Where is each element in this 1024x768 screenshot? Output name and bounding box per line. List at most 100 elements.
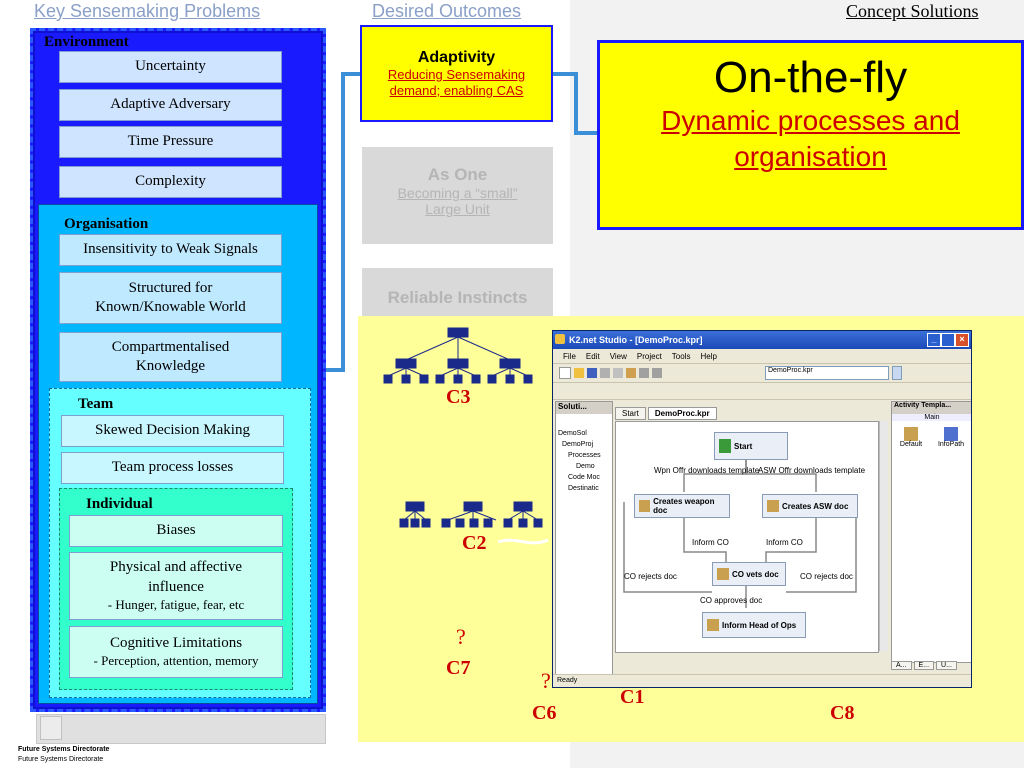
tree-item[interactable]: Destinatic <box>568 485 599 492</box>
c3-top-node <box>447 327 469 338</box>
menu-project[interactable]: Project <box>636 351 662 361</box>
window-titlebar[interactable]: K2.net Studio - [DemoProc.kpr] _ × <box>553 331 971 349</box>
tree-item[interactable]: Code Moc <box>568 474 600 481</box>
edge-inform-2: Inform CO <box>766 538 803 547</box>
concept-c1: C1 <box>620 686 645 708</box>
activity-panel: Activity Templa... Main Default InfoPath <box>891 401 971 663</box>
c2-wave <box>497 538 549 545</box>
tab-start[interactable]: Start <box>615 407 646 420</box>
node-vets[interactable]: CO vets doc <box>712 562 786 586</box>
adaptivity-title: Adaptivity <box>417 49 496 66</box>
individual-label: Individual <box>86 496 153 512</box>
toolbar-1: DemoProc.kpr <box>553 364 971 383</box>
menu-tools[interactable]: Tools <box>671 351 691 361</box>
canvas-scrollbar[interactable] <box>879 421 888 651</box>
bottom-tabs: A... E... U... <box>891 661 957 670</box>
infopath-icon <box>944 427 958 441</box>
bottom-tab[interactable]: U... <box>936 661 957 670</box>
adaptivity-sub-2: demand; enabling CAS <box>389 82 524 98</box>
bottom-tab[interactable]: A... <box>891 661 912 670</box>
undo-icon[interactable] <box>639 368 649 378</box>
tree-item[interactable]: DemoProj <box>562 441 594 448</box>
node-inform-head-label: Inform Head of Ops <box>722 620 797 630</box>
edge-inform-1: Inform CO <box>692 538 729 547</box>
c2-leaf <box>518 518 528 528</box>
edge-reject-2: CO rejects doc <box>800 572 853 581</box>
c3-mid-node-2 <box>447 358 469 369</box>
c2-leaf <box>441 518 451 528</box>
menu-bar: File Edit View Project Tools Help <box>553 349 971 364</box>
ind-biases: Biases <box>69 515 283 547</box>
copy-icon[interactable] <box>613 368 623 378</box>
solution-sub-2: organisation <box>734 141 887 173</box>
process-canvas[interactable]: Start Wpn Offr downloads template ASW Of… <box>615 421 879 653</box>
box-icon <box>767 500 779 512</box>
tree-item[interactable]: DemoSol <box>558 430 587 437</box>
activity-default-label: Default <box>899 441 923 448</box>
env-complexity: Complexity <box>59 166 282 198</box>
cut-icon[interactable] <box>600 368 610 378</box>
open-icon[interactable] <box>574 368 584 378</box>
header-outcomes: Desired Outcomes <box>372 1 522 21</box>
combo-arrow-icon[interactable] <box>892 366 902 380</box>
activity-infopath[interactable]: InfoPath <box>938 427 964 448</box>
maximize-icon[interactable] <box>941 333 955 347</box>
solution-title: On-the-fly <box>713 53 908 102</box>
file-combo[interactable]: DemoProc.kpr <box>765 366 889 380</box>
ind-cognitive: Cognitive Limitations - Perception, atte… <box>69 626 283 678</box>
process-edges <box>623 460 857 608</box>
tree-item[interactable]: Processes <box>568 452 601 459</box>
menu-help[interactable]: Help <box>700 351 717 361</box>
paste-icon[interactable] <box>626 368 636 378</box>
new-icon[interactable] <box>559 367 571 379</box>
default-icon <box>904 427 919 441</box>
c7-question: ? <box>456 624 466 649</box>
menu-file[interactable]: File <box>563 351 576 361</box>
ind-physical-sub: - Hunger, fatigue, fear, etc <box>107 597 245 613</box>
c3-mid-node-1 <box>395 358 417 369</box>
status-bar: Ready <box>553 674 971 687</box>
connector-org-to-adaptivity <box>326 72 360 372</box>
environment-label: Environment <box>44 34 129 50</box>
node-asw[interactable]: Creates ASW doc <box>762 494 858 518</box>
edge-reject-1: CO rejects doc <box>624 572 677 581</box>
hierarchy-c2-diagram <box>399 501 549 545</box>
organisation-label: Organisation <box>64 216 149 232</box>
activity-default[interactable]: Default <box>900 427 922 448</box>
menu-view[interactable]: View <box>609 351 627 361</box>
tree-item[interactable]: Demo <box>576 463 595 470</box>
bottom-tab[interactable]: E... <box>913 661 935 670</box>
c6-question: ? <box>541 668 551 693</box>
node-inform-head[interactable]: Inform Head of Ops <box>702 612 806 638</box>
outcome-reliable-instincts: Reliable Instincts <box>362 268 553 318</box>
node-vets-label: CO vets doc <box>732 569 779 579</box>
node-weapon-label: Creates weapon doc <box>653 497 715 515</box>
menu-edit[interactable]: Edit <box>585 351 600 361</box>
node-weapon[interactable]: Creates weapon doc <box>634 494 730 518</box>
activity-main: Main <box>892 414 971 421</box>
box-icon <box>717 568 729 580</box>
k2-studio-window[interactable]: K2.net Studio - [DemoProc.kpr] _ × File … <box>552 330 972 688</box>
minimize-icon[interactable]: _ <box>927 333 941 347</box>
org-compartmentalised: Compartmentalised Knowledge <box>59 332 282 382</box>
tab-demoproc[interactable]: DemoProc.kpr <box>647 407 717 420</box>
c2-leaf <box>455 518 465 528</box>
c2-leaf <box>410 518 420 528</box>
team-label: Team <box>78 396 114 412</box>
org-structured-line2: Known/Knowable World <box>95 299 246 315</box>
c2-leaf <box>399 518 409 528</box>
solution-panel: Soluti... DemoSol DemoProj Processes Dem… <box>555 401 613 675</box>
redo-icon[interactable] <box>652 368 662 378</box>
node-start[interactable]: Start <box>714 432 788 460</box>
concept-c2: C2 <box>462 532 487 554</box>
edge-wpn: Wpn Offr downloads template <box>654 466 760 475</box>
solution-on-the-fly: On-the-fly Dynamic processes and organis… <box>597 40 1024 230</box>
org-structured: Structured for Known/Knowable World <box>59 272 282 324</box>
save-icon[interactable] <box>587 368 597 378</box>
c2-leaf <box>421 518 431 528</box>
ind-physical: Physical and affective influence - Hunge… <box>69 552 283 620</box>
close-icon[interactable]: × <box>955 333 969 347</box>
org-structured-line1: Structured for <box>128 279 213 296</box>
asone-sub-2: Large Unit <box>425 201 490 217</box>
c3-leaf <box>435 374 445 384</box>
